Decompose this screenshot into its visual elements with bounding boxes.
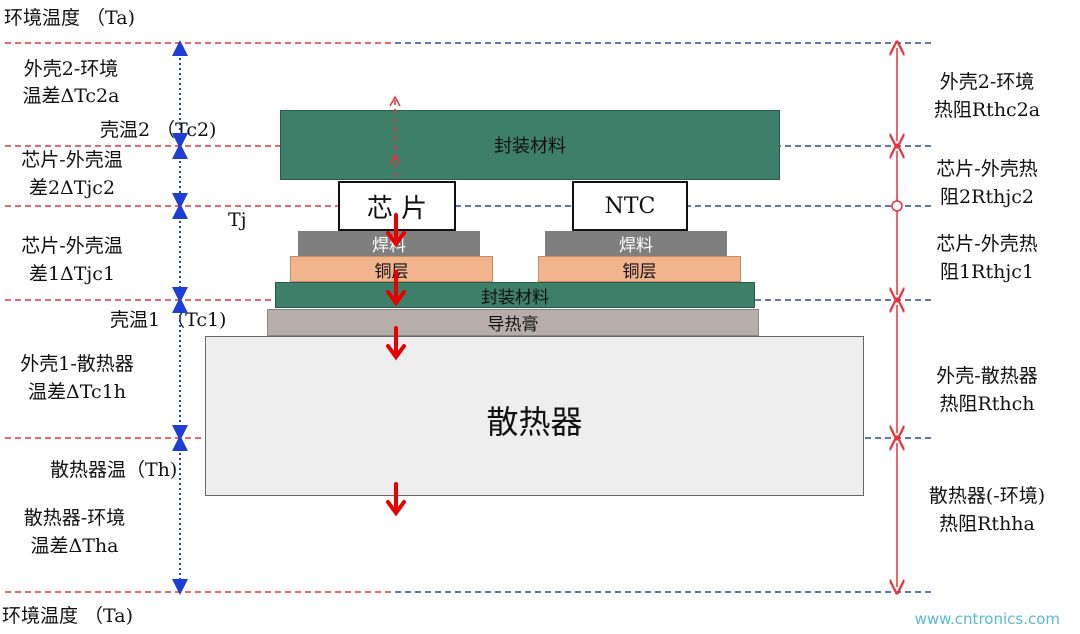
watermark: www.cntronics.com [914, 610, 1060, 628]
chip-block: 芯 片 [338, 181, 456, 231]
label-rthjc1-2: 阻1Rthjc1 [940, 261, 1034, 283]
copper-right-label: 铜层 [622, 261, 657, 282]
label-rthc2a-1: 外壳2-环境 [939, 71, 1035, 93]
label-chip-case2-delta-2: 差2ΔTjc2 [28, 177, 116, 199]
label-rthch-2: 热阻Rthch [939, 393, 1035, 415]
label-tj: Tj [228, 209, 247, 231]
label-ambient-bottom: 环境温度 （Ta) [2, 605, 133, 627]
ntc-block: NTC [572, 181, 688, 231]
label-rthha-1: 散热器(-环境) [928, 485, 1046, 507]
solder-left-layer: 焊料 [298, 231, 480, 256]
label-shell-ambient-delta-1: 外壳2-环境 [23, 58, 119, 80]
thermal-grease-label: 导热膏 [487, 315, 539, 335]
label-rthjc2-2: 阻2Rthjc2 [940, 186, 1034, 208]
package-bottom-label: 封装材料 [481, 287, 549, 308]
heatsink-label: 散热器 [486, 403, 583, 441]
label-ambient-top: 环境温度 （Ta) [4, 7, 135, 29]
copper-left-label: 铜层 [374, 261, 409, 282]
chip-label: 芯 片 [366, 193, 428, 224]
label-rthch-1: 外壳-散热器 [936, 365, 1038, 387]
label-rthha-2: 热阻Rthha [939, 513, 1035, 535]
label-chip-case2-delta-1: 芯片-外壳温 [21, 149, 123, 171]
heatsink-block: 散热器 [205, 336, 864, 496]
label-rthjc2-1: 芯片-外壳热 [936, 158, 1038, 180]
label-heatsink-ambient-delta-1: 散热器-环境 [23, 507, 126, 529]
thermal-grease-layer: 导热膏 [267, 309, 759, 336]
label-case-temp2: 壳温2 （Tc2) [100, 119, 217, 141]
label-heatsink-ambient-delta-2: 温差ΔTha [30, 535, 119, 557]
label-case-heatsink-delta-1: 外壳1-散热器 [20, 353, 134, 375]
solder-right-label: 焊料 [619, 236, 653, 256]
package-bottom-layer: 封装材料 [275, 282, 755, 308]
label-chip-case1-delta-1: 芯片-外壳温 [21, 235, 123, 257]
copper-right-layer: 铜层 [538, 256, 741, 282]
label-case-heatsink-delta-2: 温差ΔTc1h [28, 381, 126, 403]
solder-left-label: 焊料 [372, 236, 406, 256]
package-top-label: 封装材料 [494, 136, 566, 157]
label-heatsink-temp: 散热器温（Th) [50, 459, 178, 481]
solder-right-layer: 焊料 [545, 231, 727, 256]
package-top-layer: 封装材料 [280, 110, 780, 180]
ntc-label: NTC [604, 193, 656, 219]
label-chip-case1-delta-2: 差1ΔTjc1 [28, 263, 116, 285]
copper-left-layer: 铜层 [290, 256, 493, 282]
label-case-temp1: 壳温1 （Tc1) [110, 309, 227, 331]
label-rthc2a-2: 热阻Rthc2a [933, 99, 1041, 121]
label-rthjc1-1: 芯片-外壳热 [936, 233, 1038, 255]
label-shell-ambient-delta-2: 温差ΔTc2a [22, 85, 120, 107]
